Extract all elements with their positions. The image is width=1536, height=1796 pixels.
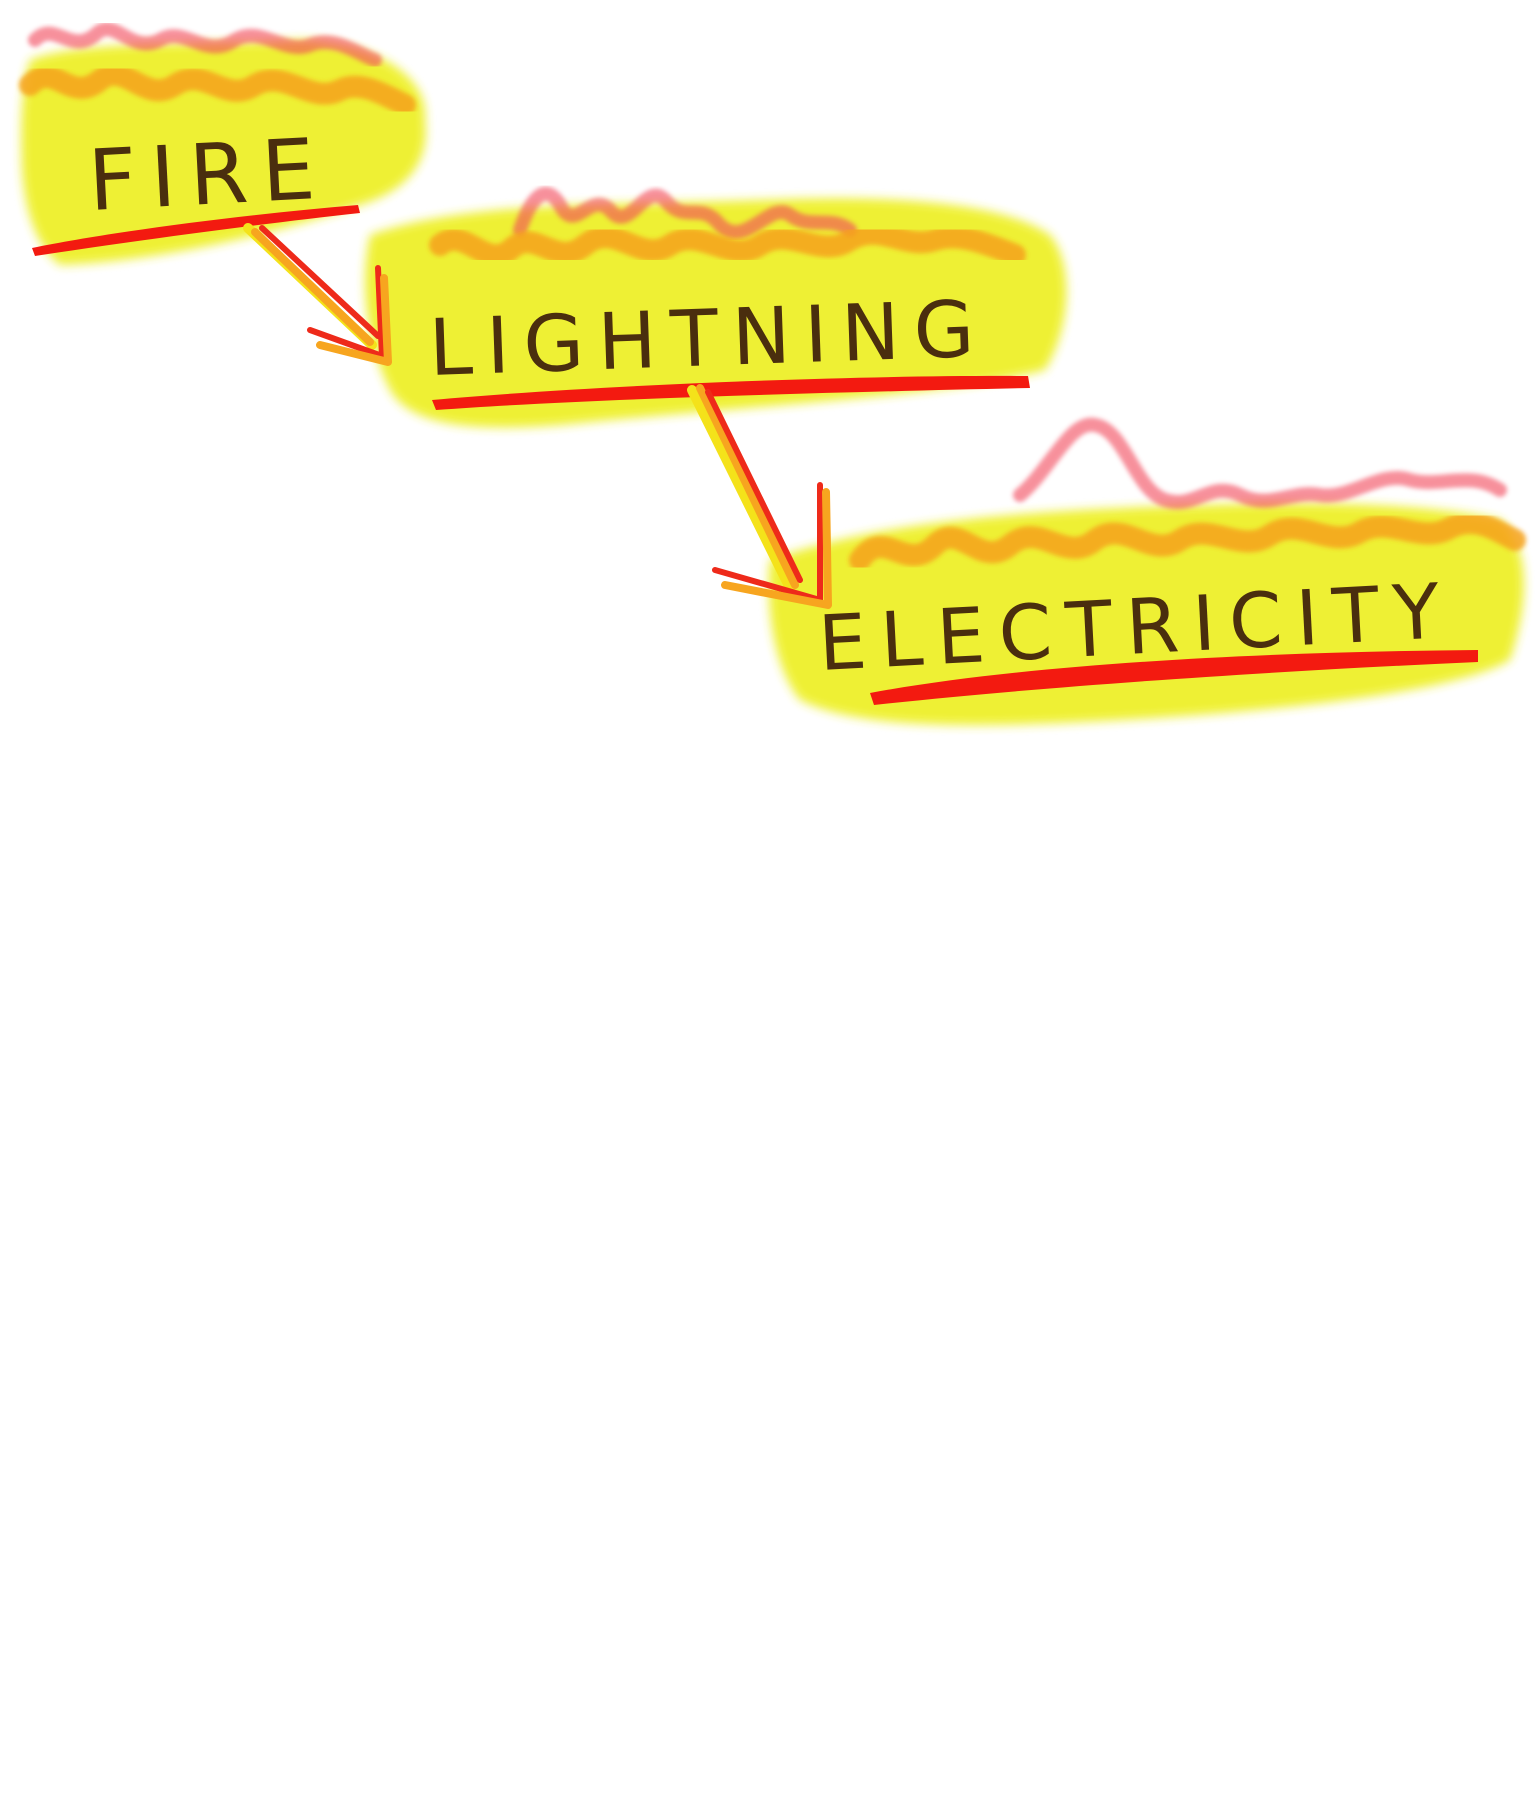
- arrow-icon: [705, 389, 803, 583]
- arrow-icon: [721, 488, 832, 609]
- flame-icon: [429, 222, 1026, 267]
- highlight-blob-electricity: [768, 503, 1524, 726]
- arrow-icon: [316, 274, 392, 366]
- flame-icon: [1013, 417, 1507, 509]
- flame-icon: [19, 63, 416, 116]
- node-fire: FIRE: [19, 22, 426, 265]
- flame-icon: [28, 22, 382, 67]
- arrow-icon: [251, 228, 374, 346]
- flame-icon: [513, 186, 857, 240]
- edge-lightning-to-electricity: [687, 384, 832, 609]
- node-label-fire: FIRE: [86, 120, 331, 230]
- node-electricity: ELECTRICITY: [768, 417, 1526, 726]
- edge-fire-to-lightning: [243, 223, 392, 366]
- node-lightning: LIGHTNING: [365, 186, 1067, 428]
- arrow-icon: [696, 384, 799, 589]
- arrow-icon: [307, 265, 385, 359]
- arrow-icon: [687, 385, 795, 593]
- underline: [32, 205, 360, 256]
- arrow-icon: [259, 225, 381, 339]
- underline: [870, 650, 1478, 705]
- node-label-lightning: LIGHTNING: [428, 285, 990, 394]
- flame-icon: [849, 512, 1526, 571]
- underline: [432, 375, 1030, 410]
